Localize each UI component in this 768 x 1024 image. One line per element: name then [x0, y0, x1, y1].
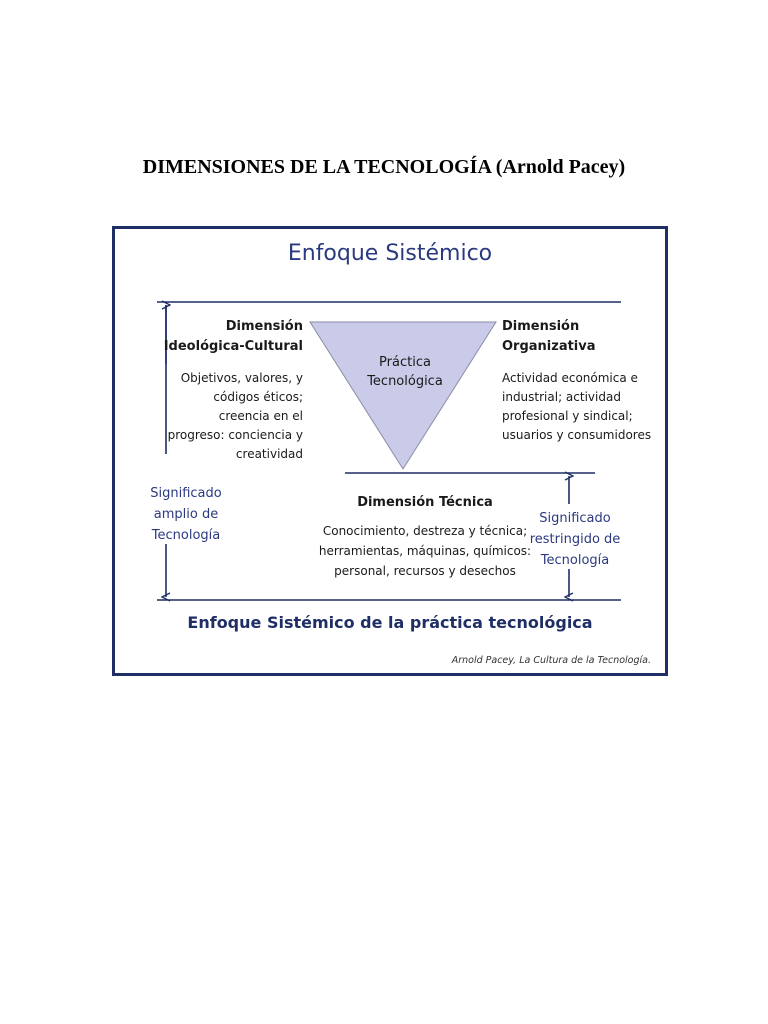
organizational-heading: Dimensión Organizativa: [502, 317, 662, 357]
practice-label-line1: Práctica: [379, 355, 431, 370]
diagram-frame: Enfoque Sistémico Práctica Tecnológica D…: [112, 226, 668, 676]
broad-meaning-line: Significado: [150, 486, 222, 501]
narrow-meaning-label: Significado restringido de Tecnología: [520, 508, 630, 571]
organizational-heading-line1: Dimensión: [502, 319, 580, 334]
ideological-desc-line: Objetivos, valores, y: [180, 371, 303, 385]
organizational-heading-line2: Organizativa: [502, 339, 596, 354]
broad-meaning-line: Tecnología: [151, 528, 221, 543]
ideological-heading: Dimensión Ideológica-Cultural: [123, 317, 303, 357]
ideological-heading-line2: Ideológica-Cultural: [163, 339, 303, 354]
ideological-desc-line: progreso: conciencia y: [167, 428, 303, 442]
diagram-graphics: [157, 229, 621, 673]
organizational-desc-line: Actividad económica e: [502, 371, 638, 385]
organizational-desc-line: industrial; actividad: [502, 390, 621, 404]
practice-label: Práctica Tecnológica: [340, 353, 470, 391]
narrow-meaning-line: restringido de: [529, 532, 621, 547]
narrow-meaning-line: Significado: [539, 511, 611, 526]
practice-label-line2: Tecnológica: [367, 374, 443, 389]
narrow-meaning-line: Tecnología: [540, 553, 610, 568]
technical-desc-line: Conocimiento, destreza y técnica;: [322, 524, 528, 538]
technical-heading: Dimensión Técnica: [357, 495, 493, 510]
broad-meaning-label: Significado amplio de Tecnología: [131, 483, 241, 546]
organizational-desc-line: profesional y sindical;: [502, 409, 633, 423]
organizational-description: Actividad económica e industrial; activi…: [502, 369, 662, 445]
source-credit: Arnold Pacey, La Cultura de la Tecnologí…: [451, 655, 651, 666]
technical-desc-line: personal, recursos y desechos: [334, 564, 516, 578]
organizational-desc-line: usuarios y consumidores: [502, 428, 652, 442]
practice-triangle: [309, 321, 497, 470]
broad-meaning-line: amplio de: [153, 507, 219, 522]
diagram-title: Enfoque Sistémico: [287, 241, 493, 266]
ideological-desc-line: códigos éticos;: [213, 390, 303, 404]
ideological-heading-line1: Dimensión: [225, 319, 303, 334]
document-title: DIMENSIONES DE LA TECNOLOGÍA (Arnold Pac…: [142, 156, 626, 178]
technical-description: Conocimiento, destreza y técnica; herram…: [275, 521, 575, 581]
technical-desc-line: herramientas, máquinas, químicos:: [318, 544, 532, 558]
ideological-desc-line: creatividad: [235, 447, 303, 461]
ideological-description: Objetivos, valores, y códigos éticos; cr…: [123, 369, 303, 464]
footer-title: Enfoque Sistémico de la práctica tecnoló…: [187, 613, 593, 632]
ideological-desc-line: creencia en el: [218, 409, 303, 423]
